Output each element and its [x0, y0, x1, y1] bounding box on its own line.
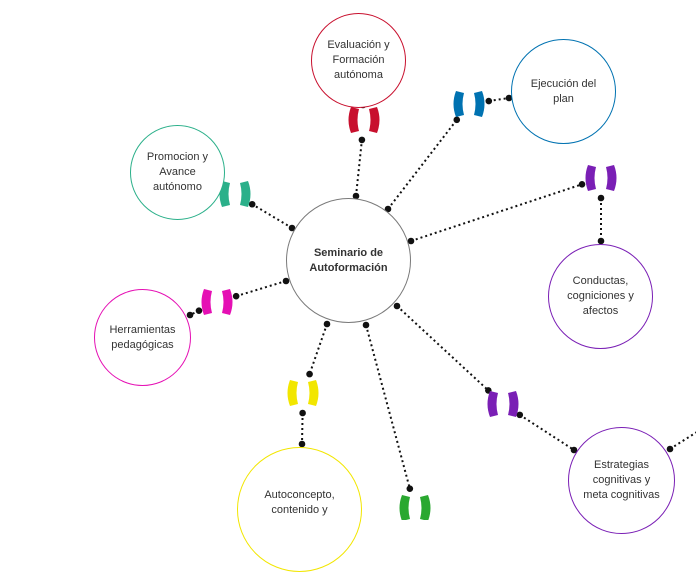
connector-promocion[interactable] [220, 181, 251, 207]
dotted-link [310, 324, 327, 374]
dotted-link [302, 413, 303, 444]
node-label: Herramientas pedagógicas [109, 323, 175, 353]
dotted-link [397, 306, 488, 390]
connector-bracket-shape [454, 91, 465, 117]
link-endpoint-dot [299, 410, 306, 417]
node-autoconcepto[interactable]: Autoconcepto, contenido y [237, 447, 362, 572]
link-endpoint-dot [324, 321, 331, 328]
connector-bracket-shape [369, 107, 380, 133]
node-ejecucion-del-plan[interactable]: Ejecución del plan [511, 39, 616, 144]
node-promocion-y-avance[interactable]: Promocion y Avance autónomo [130, 125, 225, 220]
connector-bracket-shape [474, 91, 485, 117]
connector-bracket-shape [586, 165, 597, 191]
connector-ejecucion[interactable] [454, 91, 485, 117]
link-endpoint-dot [359, 137, 366, 144]
link-endpoint-dot [516, 412, 523, 419]
connector-bracket-shape [202, 289, 213, 315]
node-herramientas-pedagogicas[interactable]: Herramientas pedagógicas [94, 289, 191, 386]
connector-conductas[interactable] [586, 165, 617, 191]
connector-bracket-shape [400, 495, 411, 520]
node-label: Seminario de Autoformación [309, 246, 387, 276]
dotted-link [366, 325, 410, 489]
connector-evaluacion[interactable] [349, 107, 380, 133]
connector-bracket-shape [606, 165, 617, 191]
node-label: Autoconcepto, contenido y [264, 488, 334, 518]
dotted-link [388, 120, 457, 209]
dotted-link [670, 430, 696, 449]
link-endpoint-dot [306, 371, 313, 378]
connector-bracket-shape [508, 391, 519, 417]
node-seminario-de-autoformacion[interactable]: Seminario de Autoformación [286, 198, 411, 323]
node-evaluacion-y-formacion[interactable]: Evaluación y Formación autónoma [311, 13, 406, 108]
dotted-link [411, 184, 582, 241]
node-conductas-cogniciones-afectos[interactable]: Conductas, cogniciones y afectos [548, 244, 653, 349]
dotted-link [520, 415, 574, 450]
link-endpoint-dot [453, 117, 460, 124]
connector-bracket-shape [222, 289, 233, 315]
link-endpoint-dot [667, 446, 674, 453]
link-endpoint-dot [598, 195, 605, 202]
link-endpoint-dot [579, 181, 586, 188]
dotted-link [252, 204, 292, 228]
node-label: Promocion y Avance autónomo [147, 150, 208, 195]
link-endpoint-dot [233, 293, 240, 300]
node-estrategias-cognitivas[interactable]: Estrategias cognitivas y meta cognitivas [568, 427, 675, 534]
connector-autoconcepto[interactable] [288, 380, 319, 406]
connector-bracket-shape [308, 380, 319, 406]
dotted-link [356, 140, 362, 196]
link-endpoint-dot [196, 307, 203, 314]
node-label: Ejecución del plan [531, 77, 596, 107]
dotted-link [236, 281, 286, 296]
link-endpoint-dot [363, 322, 370, 329]
connector-estrategias[interactable] [488, 391, 519, 417]
link-endpoint-dot [394, 303, 401, 310]
node-label: Evaluación y Formación autónoma [327, 38, 389, 83]
link-endpoint-dot [249, 201, 256, 208]
link-endpoint-dot [485, 98, 492, 105]
node-label: Conductas, cogniciones y afectos [567, 274, 634, 319]
link-endpoint-dot [407, 485, 414, 492]
connector-bracket-shape [420, 495, 431, 520]
connector-bracket-shape [349, 107, 360, 133]
connector-bracket-shape [288, 380, 299, 406]
connector-herramientas[interactable] [202, 289, 233, 315]
link-endpoint-dot [187, 312, 194, 319]
node-label: Estrategias cognitivas y meta cognitivas [583, 458, 659, 503]
connector-bracket-shape [240, 181, 251, 207]
connector-bracket-shape [488, 391, 499, 417]
connector-bottom[interactable] [400, 495, 431, 520]
